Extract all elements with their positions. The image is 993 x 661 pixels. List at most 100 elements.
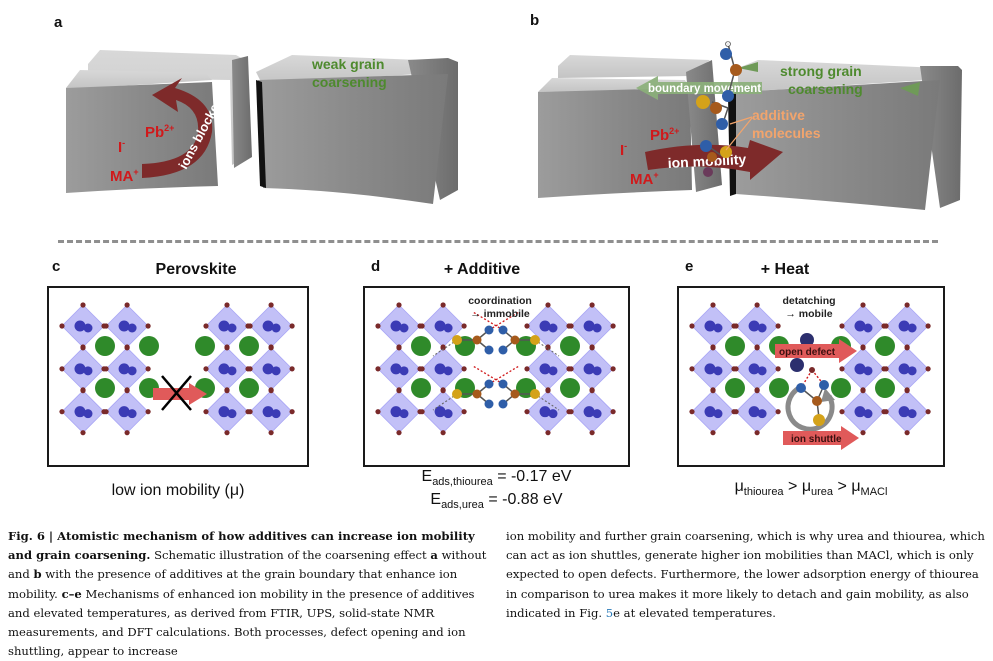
iodide-ion [419, 323, 425, 329]
iodide-ion [925, 366, 931, 372]
lead-ion [127, 366, 137, 376]
iodide-ion [59, 409, 65, 415]
iodide-ion [568, 366, 574, 372]
lead-ion [74, 363, 86, 375]
lead-ion [218, 320, 230, 332]
lead-ion [898, 406, 910, 418]
carbon-atom [472, 389, 482, 399]
weak-grain-label-2: coarsening [312, 74, 387, 90]
lead-ion [434, 363, 446, 375]
boundary-movement-label: boundary movement [648, 83, 761, 95]
iodide-ion [440, 302, 446, 308]
iodide-ion [733, 409, 739, 415]
lead-ion [757, 409, 767, 419]
iodide-ion [419, 409, 425, 415]
lead-ion [443, 366, 453, 376]
caption-text: with the presence of additives at the gr… [8, 567, 458, 601]
lead-ion [583, 406, 595, 418]
caption-ref-b: b [33, 567, 42, 582]
hydrogen-bond [488, 365, 520, 385]
iodide-ion [224, 345, 230, 351]
iodide-ion [524, 366, 530, 372]
iodide-ion [375, 323, 381, 329]
lead-ion [704, 406, 716, 418]
iodide-ion [775, 323, 781, 329]
iodide-ion [904, 345, 910, 351]
iodide-ion [839, 323, 845, 329]
adsorption-energies: Eads,thiourea = -0.17 eV Eads,urea = -0.… [363, 468, 630, 514]
iodide-ion [124, 388, 130, 394]
iodide-ion [775, 366, 781, 372]
iodide-ion [289, 323, 295, 329]
strong-grain-label-2: coarsening [788, 81, 863, 97]
cross-icon-stroke [161, 375, 192, 411]
lead-ion [83, 366, 93, 376]
coordination-note-1: coordination [468, 295, 532, 307]
iodide-ion [268, 302, 274, 308]
additive-pointer-1 [729, 116, 753, 125]
coarsening-arrow-right [900, 82, 920, 96]
open-defect-label: open defect [779, 347, 836, 358]
lead-ion [713, 409, 723, 419]
lead-ion [74, 406, 86, 418]
panel-d-title: + Additive [443, 261, 521, 278]
panel-c-box [47, 286, 309, 467]
sulfur-atom [452, 335, 462, 345]
lead-ion [271, 366, 281, 376]
figure-caption-title: Fig. 6 | Atomistic mechanism of how addi… [8, 529, 475, 563]
panel-a-grains: ions blocked Pb2+ I- MA+ weak grain coar… [66, 50, 458, 204]
ma-cation [95, 336, 115, 356]
ma-cation [725, 378, 745, 398]
iodide-ion [396, 388, 402, 394]
lead-ion [443, 409, 453, 419]
iodide-ion [461, 323, 467, 329]
lead-ion [854, 406, 866, 418]
iodide-ion [710, 430, 716, 436]
iodide-ion [124, 430, 130, 436]
sulfur-atom [530, 335, 540, 345]
iodide-ion [203, 366, 209, 372]
iodide-ion [925, 323, 931, 329]
ma-cation [95, 378, 115, 398]
ma-cation [239, 336, 259, 356]
figure-5-link[interactable]: 5 [605, 605, 614, 620]
iodide-ion [524, 409, 530, 415]
lead-ion [271, 409, 281, 419]
iodide-ion [883, 366, 889, 372]
shuttle-molecule-s [813, 414, 825, 426]
carbon-atom [510, 389, 520, 399]
iodide-ion [860, 430, 866, 436]
perovskite-lattice-c [59, 302, 295, 436]
iodide-ion [610, 366, 616, 372]
lattice-left-d [375, 302, 475, 436]
lattice-left-e [689, 302, 789, 436]
ma-cation [769, 378, 789, 398]
lead-ion [907, 409, 917, 419]
caption-text: e at elevated temperatures. [613, 605, 776, 620]
hydrogen-bond [472, 311, 504, 331]
coordination-note-2: → immobile [470, 308, 530, 320]
iodide-ion [440, 388, 446, 394]
detaching-note-2: → mobile [785, 308, 832, 320]
open-defect-arrow [775, 339, 857, 363]
iodide-ion [710, 302, 716, 308]
iodide-ion [461, 409, 467, 415]
lead-ion [74, 320, 86, 332]
strong-grain-label-1: strong grain [780, 63, 862, 79]
lead-ion [863, 323, 873, 333]
hydrogen-bond [488, 311, 520, 331]
lead-ion [218, 363, 230, 375]
caption-ref-ce: c–e [61, 586, 82, 601]
lead-ion [898, 363, 910, 375]
panel-divider [58, 240, 938, 243]
lead-ion [748, 320, 760, 332]
ion-ma-a: MA+ [110, 167, 139, 185]
nitrogen-atom [498, 379, 508, 389]
caption-text: without and [8, 548, 487, 582]
panel-letter-a: a [54, 14, 63, 31]
lead-ion [592, 409, 602, 419]
iodide-ion [396, 345, 402, 351]
iodide-ion [247, 323, 253, 329]
lead-ion [539, 406, 551, 418]
iodide-ion [545, 388, 551, 394]
